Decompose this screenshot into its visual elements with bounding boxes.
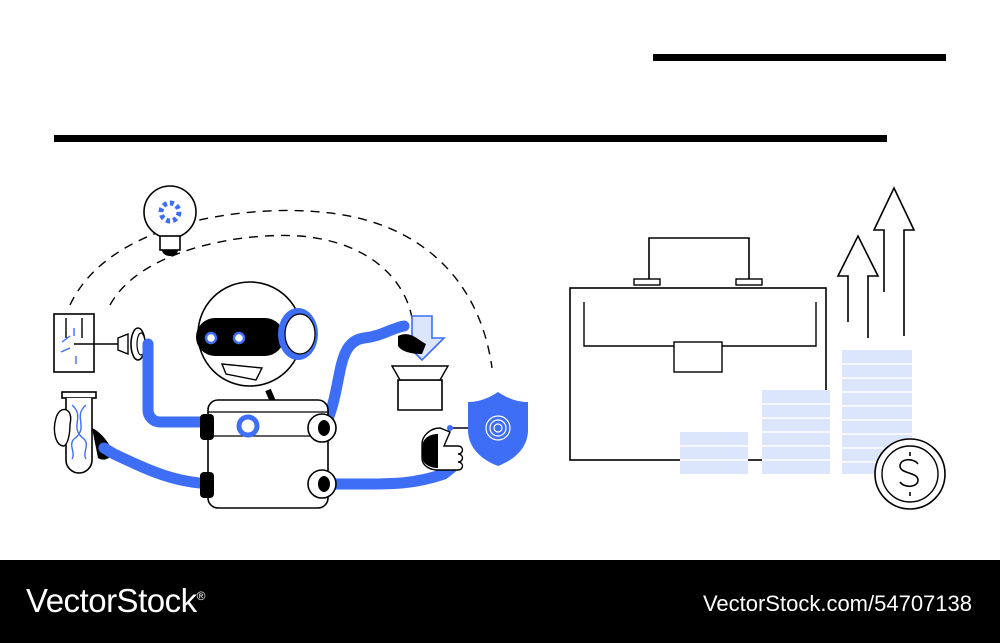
brand-registered-mark: ® [196, 589, 206, 603]
robot-icon [196, 281, 337, 509]
brand-name: VectorStock [26, 582, 197, 619]
laser-device-icon [53, 313, 146, 373]
fingerprint-shield-icon [421, 392, 528, 471]
heading-bar-short [653, 54, 946, 61]
watermark-footer: VectorStock® VectorStock.com/54707138 [0, 560, 1000, 643]
gear-icon [158, 200, 182, 224]
robot-arms [98, 320, 460, 490]
dashed-orbit-arc [69, 209, 493, 369]
coin-stack-icon [680, 350, 912, 474]
stock-id-text: VectorStock.com/54707138 [702, 591, 972, 616]
dollar-coin-icon [874, 438, 946, 510]
brand-logo: VectorStock® [26, 582, 205, 620]
heading-bar-long [54, 135, 887, 142]
download-box-icon [390, 315, 450, 411]
growth-arrow-icon [836, 186, 916, 338]
illustration-canvas [53, 54, 946, 510]
dashed-orbit-arc-inner [109, 234, 413, 319]
dna-test-tube-icon [53, 391, 112, 474]
lightbulb-gear-icon [143, 185, 197, 256]
